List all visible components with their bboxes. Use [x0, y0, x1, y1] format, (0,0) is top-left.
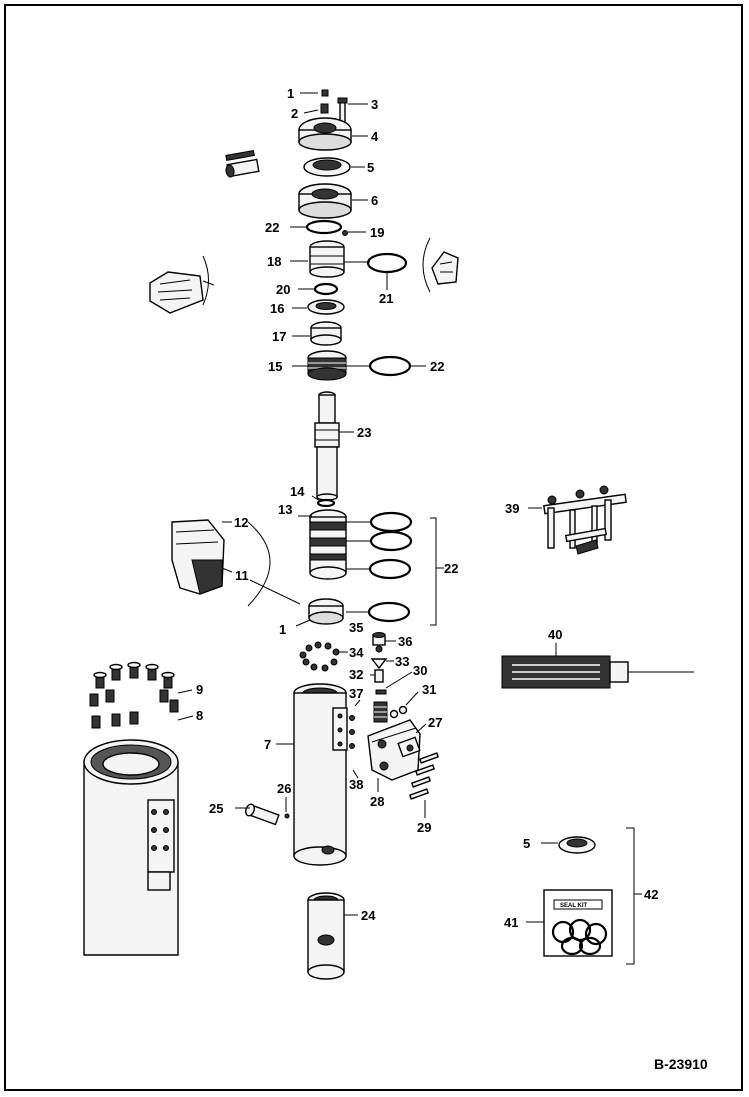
part-35-valve-cap — [372, 632, 396, 646]
part-1-screw — [300, 89, 329, 97]
callout-12: 12 — [234, 515, 248, 530]
part-22-o-ring-set — [346, 511, 444, 626]
part-22-o-ring-top — [290, 219, 343, 235]
callout-27: 27 — [428, 715, 442, 730]
callout-31: 31 — [422, 682, 436, 697]
part-39-puller-tool — [528, 485, 627, 555]
callout-24: 24 — [361, 908, 376, 923]
callout-2: 2 — [291, 106, 298, 121]
part-32-spring — [370, 669, 384, 683]
callout-14: 14 — [290, 484, 305, 499]
part-21-o-ring — [366, 252, 408, 290]
callout-22-mid: 22 — [430, 359, 444, 374]
bracket-42 — [626, 827, 642, 965]
seal-kit-label: SEAL KIT — [560, 903, 588, 909]
part-15-seal-stack — [292, 350, 370, 381]
callout-19: 19 — [370, 225, 384, 240]
callout-22-kit: 22 — [444, 561, 458, 576]
part-18-piston-head — [290, 240, 370, 278]
part-36-plug — [375, 645, 383, 653]
callout-18: 18 — [267, 254, 281, 269]
callout-41: 41 — [504, 915, 518, 930]
callout-28: 28 — [370, 794, 384, 809]
part-10-lower-seal — [295, 598, 344, 627]
callout-36: 36 — [398, 634, 412, 649]
part-2-screw — [303, 103, 329, 114]
callout-6: 6 — [371, 193, 378, 208]
part-29-bolts — [408, 752, 440, 818]
callout-3: 3 — [371, 97, 378, 112]
callout-10: 1 — [279, 622, 286, 637]
callout-29: 29 — [417, 820, 431, 835]
part-16-seal — [292, 299, 345, 315]
part-30-spool — [375, 671, 413, 695]
part-24-sleeve — [307, 892, 358, 980]
callout-5-kit: 5 — [523, 836, 530, 851]
callout-30: 30 — [413, 663, 427, 678]
part-37-plugs — [349, 699, 361, 735]
callout-39: 39 — [505, 501, 519, 516]
callout-1: 1 — [287, 86, 294, 101]
part-34-ring-of-balls — [299, 641, 348, 672]
part-26-pin — [284, 797, 290, 819]
callout-9: 9 — [196, 682, 203, 697]
seal-detail-right-icon — [422, 237, 459, 293]
callout-7: 7 — [264, 737, 271, 752]
callout-15: 15 — [268, 359, 282, 374]
part-25-pin — [235, 803, 280, 826]
callout-8: 8 — [196, 708, 203, 723]
callout-38: 38 — [349, 777, 363, 792]
callout-4: 4 — [371, 129, 379, 144]
part-23-piston — [314, 391, 354, 501]
part-6-housing — [298, 183, 368, 219]
part-13-seal-stack — [298, 509, 347, 580]
part-14-ring — [311, 495, 336, 508]
callout-35: 35 — [349, 620, 363, 635]
callout-25: 25 — [209, 801, 223, 816]
part-20-small-ring — [298, 282, 339, 296]
callout-37: 37 — [349, 686, 363, 701]
callout-23: 23 — [357, 425, 371, 440]
seal-detail-left-icon — [149, 255, 215, 314]
insertion-tool-icon — [225, 150, 260, 178]
callout-16: 16 — [270, 301, 284, 316]
part-17-bushing — [292, 321, 342, 346]
callout-11: 11 — [235, 568, 249, 583]
part-5-seal — [303, 157, 365, 177]
part-8-housing — [83, 715, 194, 956]
callout-42: 42 — [644, 887, 658, 902]
drawing-reference: B-23910 — [654, 1056, 708, 1072]
callout-26: 26 — [277, 781, 291, 796]
part-9-screws — [89, 661, 193, 729]
callout-34: 34 — [349, 645, 364, 660]
part-19-pin — [342, 230, 366, 236]
part-31-valve-spring — [373, 691, 419, 723]
callout-32: 32 — [349, 667, 363, 682]
part-40-gauge-tool — [501, 643, 694, 689]
callout-5: 5 — [367, 160, 374, 175]
part-5-seal-kit-item — [541, 836, 596, 854]
part-22-o-ring-mid — [368, 355, 426, 377]
callout-20: 20 — [276, 282, 290, 297]
part-7-cylinder — [276, 683, 348, 866]
part-41-seal-kit-package — [526, 889, 613, 957]
callout-33: 33 — [395, 654, 409, 669]
callout-22-top: 22 — [265, 220, 279, 235]
callout-13: 13 — [278, 502, 292, 517]
part-4-cap — [298, 117, 368, 151]
callout-40: 40 — [548, 627, 562, 642]
callout-21: 21 — [379, 291, 393, 306]
callout-17: 17 — [272, 329, 286, 344]
part-33-poppet — [370, 658, 394, 670]
seal-detail-11-12-icon — [171, 519, 301, 607]
part-38-plugs — [349, 743, 359, 779]
